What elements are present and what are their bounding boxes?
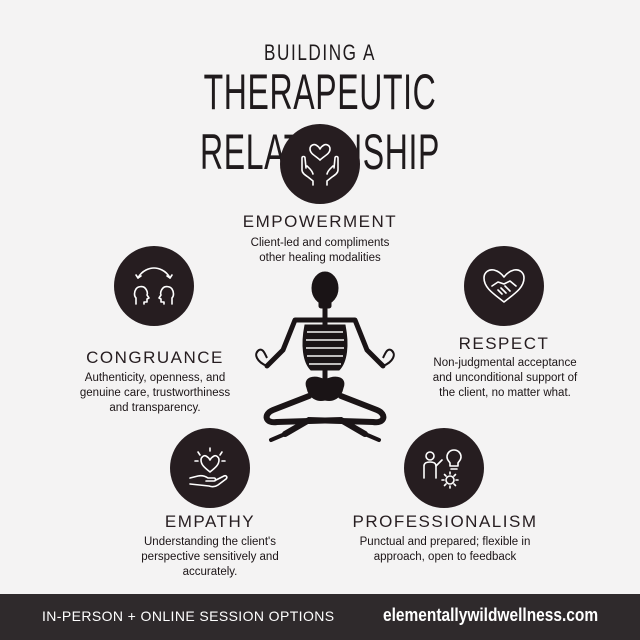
empathy-circle [170,428,250,508]
empowerment-description: Client-led and compliments other healing… [220,236,420,266]
empowerment-desc-line: Client-led and compliments [250,237,390,249]
website-link[interactable]: elementallywildwellness.com [382,605,598,625]
meditating-skeleton-illustration [255,271,395,442]
empowerment-desc-line: other healing modalities [259,252,381,264]
respect-desc-line: the client, no matter what. [439,387,571,399]
respect-heading: RESPECT [458,334,550,353]
respect-circle [464,246,544,326]
professionalism-heading: PROFESSIONALISM [352,512,538,531]
hand-heart-icon [189,447,228,488]
empowerment-heading: EMPOWERMENT [242,212,398,231]
empathy-desc-line: Understanding the client's [144,536,276,548]
two-heads-exchange-icon [133,267,175,305]
session-options-text: IN-PERSON + ONLINE SESSION OPTIONS [42,608,335,624]
empathy-desc-line: perspective sensitively and [141,551,279,563]
professionalism-description: Punctual and prepared; flexible in appro… [345,535,545,565]
professionalism-desc-line: Punctual and prepared; flexible in [359,536,531,548]
empathy-description: Understanding the client's perspective s… [120,535,300,580]
respect-desc-line: and unconditional support of [432,372,578,384]
empathy-heading: EMPATHY [164,512,256,531]
empowerment-circle [280,124,360,204]
footer-bar: IN-PERSON + ONLINE SESSION OPTIONS eleme… [0,594,640,640]
person-lightbulb-gear-icon [423,449,462,489]
respect-description: Non-judgmental acceptance and unconditio… [410,356,600,401]
congruance-desc-line: genuine care, trustworthiness [79,387,231,399]
congruance-heading: CONGRUANCE [86,348,224,367]
professionalism-desc-line: approach, open to feedback [373,551,517,563]
title-line-1: BUILDING A [264,40,376,65]
congruance-description: Authenticity, openness, and genuine care… [65,371,245,416]
respect-desc-line: Non-judgmental acceptance [433,357,577,369]
page-title: THERAPEUTIC RELATIONSHIP [200,64,439,180]
professionalism-circle [404,428,484,508]
hands-heart-icon [301,143,339,186]
congruance-desc-line: Authenticity, openness, and [84,372,226,384]
congruance-desc-line: and transparency. [109,402,201,414]
empathy-desc-line: accurately. [182,566,238,578]
handshake-heart-icon [483,269,525,303]
congruance-circle [114,246,194,326]
